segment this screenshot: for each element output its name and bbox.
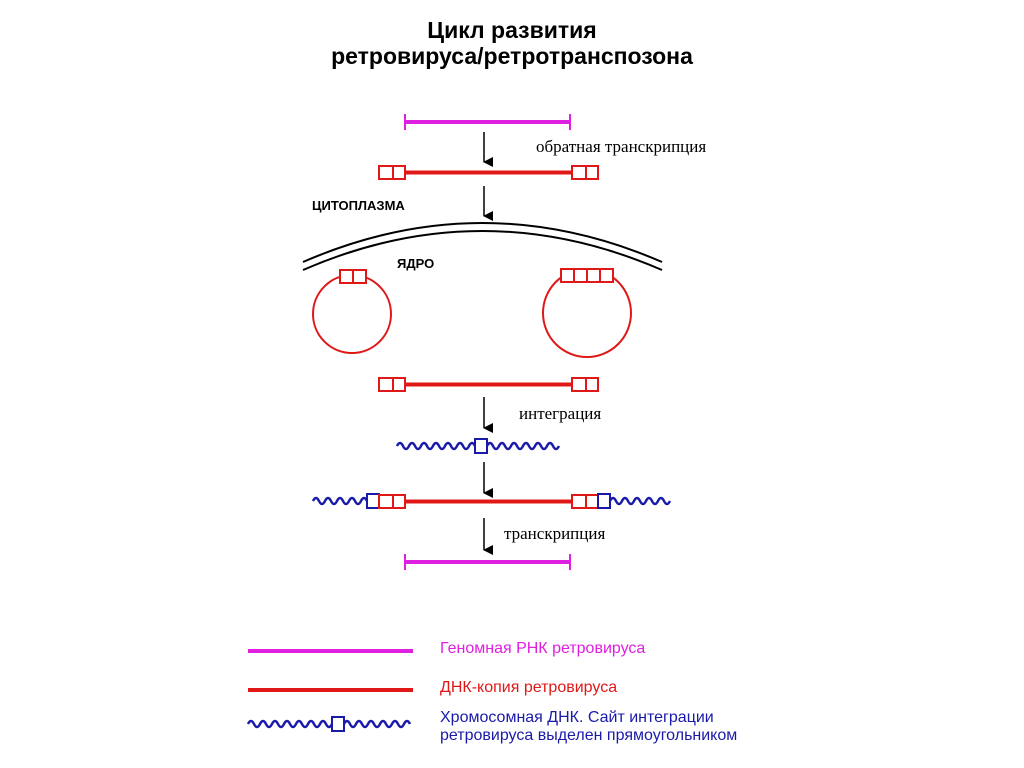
label-cytoplasm: ЦИТОПЛАЗМА: [312, 198, 405, 213]
label-reverse-transcription: обратная транскрипция: [536, 137, 706, 156]
chromosomal-dna-site: [395, 438, 561, 454]
genomic-rna-bottom: [404, 554, 571, 570]
genomic-rna-top: [404, 114, 571, 130]
dna-copy-2: [378, 377, 599, 392]
nuclear-membrane-inner: [302, 230, 663, 271]
dna-copy-1: [378, 165, 599, 180]
circular-dna-one-ltr: [312, 269, 392, 354]
legend: Геномная РНК ретровируса ДНК-копия ретро…: [246, 640, 737, 744]
nuclear-membrane-outer: [302, 222, 663, 263]
legend-chromosomal-label-1: Хромосомная ДНК. Сайт интеграции: [440, 709, 714, 726]
legend-chromosomal-swatch: [246, 716, 412, 732]
circular-dna-two-ltr: [542, 268, 632, 358]
legend-chromosomal-label-2: ретровируса выделен прямоугольником: [440, 727, 737, 744]
label-transcription: транскрипция: [504, 524, 605, 543]
integrated-provirus: [311, 493, 672, 509]
title-line-1: Цикл развития: [427, 17, 596, 43]
legend-rna-label: Геномная РНК ретровируса: [440, 640, 645, 657]
label-integration: интеграция: [519, 404, 601, 423]
title-line-2: ретровируса/ретротранспозона: [331, 43, 693, 69]
legend-dna-copy-label: ДНК-копия ретровируса: [440, 679, 617, 696]
label-nucleus: ЯДРО: [397, 256, 434, 271]
